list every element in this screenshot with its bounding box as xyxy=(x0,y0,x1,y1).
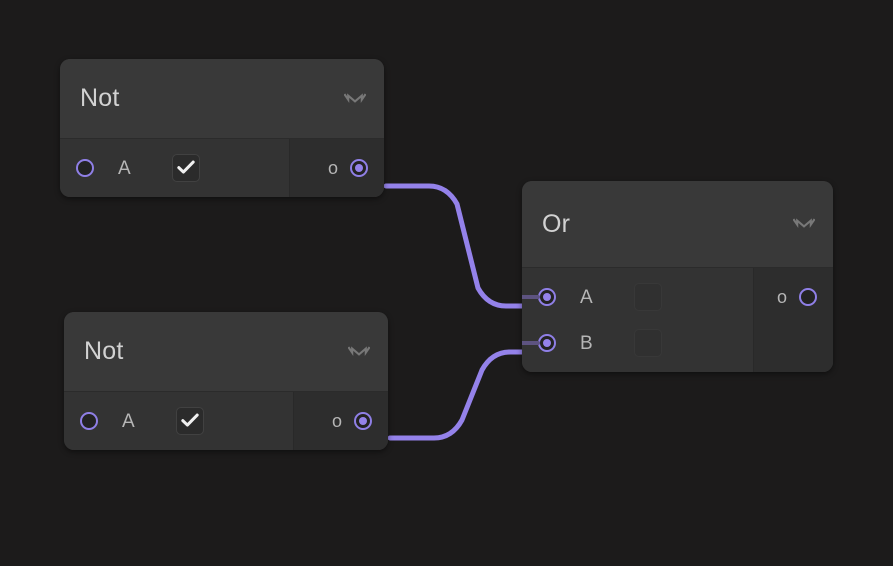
input-port-a[interactable] xyxy=(522,288,556,306)
output-label: o xyxy=(327,158,338,178)
chevron-down-icon[interactable] xyxy=(343,92,367,106)
input-row-a: A xyxy=(64,398,293,444)
checkbox-a[interactable] xyxy=(634,283,662,311)
output-port-o[interactable] xyxy=(354,412,372,430)
chevron-down-icon[interactable] xyxy=(792,217,816,231)
input-port-a[interactable] xyxy=(76,159,94,177)
input-port-stub xyxy=(522,295,540,299)
node-title: Or xyxy=(542,209,571,238)
output-label: o xyxy=(331,411,342,431)
node-header-not-1[interactable]: Not xyxy=(60,59,384,139)
node-outputs-or-1: o xyxy=(753,268,833,372)
input-label: A xyxy=(118,157,131,179)
node-header-not-2[interactable]: Not xyxy=(64,312,388,392)
node-outputs-not-1: o xyxy=(289,139,384,197)
node-outputs-not-2: o xyxy=(293,392,388,450)
checkbox-a[interactable] xyxy=(176,407,204,435)
output-port-o[interactable] xyxy=(799,288,817,306)
input-row-a: A xyxy=(522,274,753,320)
output-row-o: o xyxy=(754,274,833,320)
node-title: Not xyxy=(84,337,124,365)
input-label: A xyxy=(122,410,135,432)
input-control-slot xyxy=(634,329,662,357)
node-inputs-not-1: A xyxy=(60,139,289,197)
input-label: A xyxy=(580,286,593,308)
node-title: Not xyxy=(80,84,120,112)
input-port-b[interactable] xyxy=(522,334,556,352)
input-control-slot xyxy=(172,154,200,182)
node-inputs-not-2: A xyxy=(64,392,293,450)
checkbox-a[interactable] xyxy=(172,154,200,182)
check-icon xyxy=(177,160,195,174)
output-label: o xyxy=(776,287,787,307)
check-icon xyxy=(181,413,199,427)
chevron-down-icon[interactable] xyxy=(347,345,371,359)
node-header-or-1[interactable]: Or xyxy=(522,181,833,268)
output-row-o: o xyxy=(290,145,384,191)
checkbox-b[interactable] xyxy=(634,329,662,357)
input-row-b: B xyxy=(522,320,753,366)
input-label: B xyxy=(580,332,593,354)
input-port-stub xyxy=(522,341,540,345)
input-control-slot xyxy=(176,407,204,435)
input-row-a: A xyxy=(60,145,289,191)
output-port-o[interactable] xyxy=(350,159,368,177)
input-control-slot xyxy=(634,283,662,311)
output-row-o: o xyxy=(294,398,388,444)
input-port-a[interactable] xyxy=(80,412,98,430)
